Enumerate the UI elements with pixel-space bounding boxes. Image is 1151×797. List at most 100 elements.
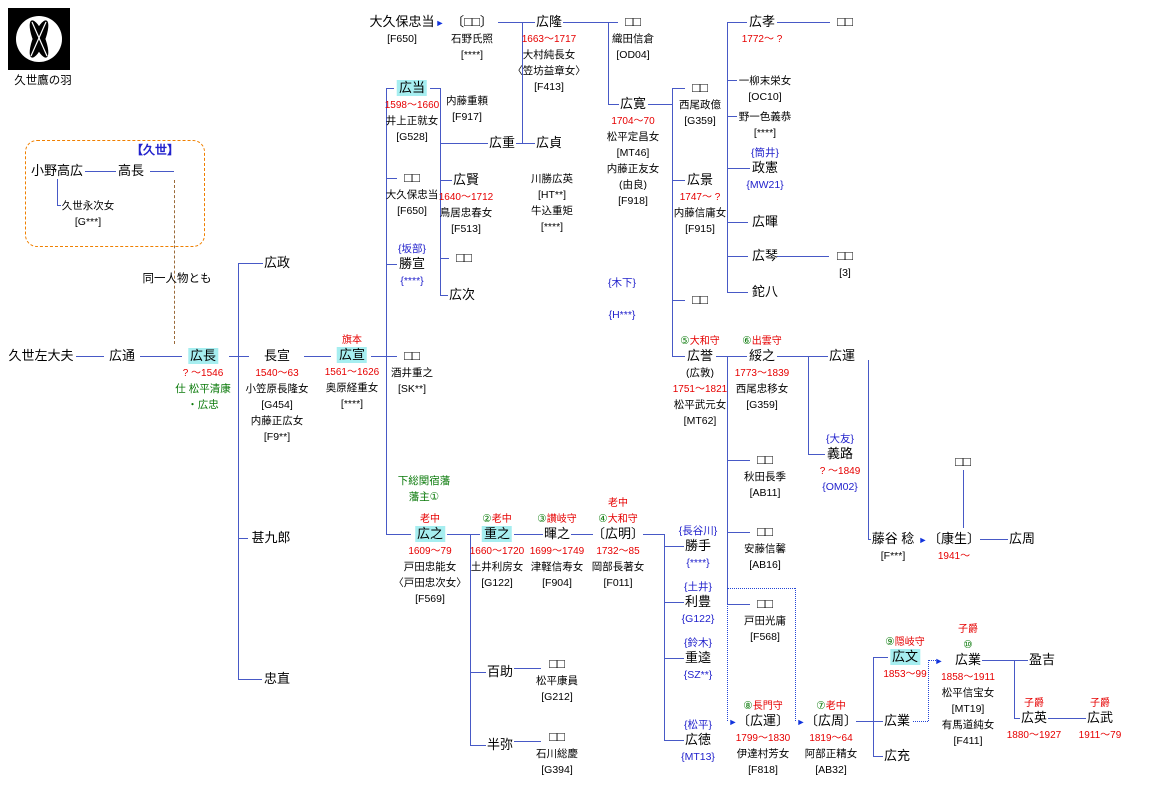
- adoption-arrow-hironari: ►: [935, 652, 944, 668]
- connector-h: [648, 104, 672, 105]
- text-s: 大村純長女: [522, 49, 576, 61]
- text-n: 広運: [828, 348, 856, 363]
- connector-v: [386, 88, 387, 534]
- text-s: 石野氏照: [451, 33, 493, 45]
- text-r: 1704～70: [611, 116, 655, 127]
- text-r: 1747～ ?: [679, 192, 721, 203]
- text-nc: 広文: [889, 649, 920, 665]
- text-ar: ►: [934, 656, 944, 666]
- text-r: 長門守: [752, 701, 783, 712]
- text-r: 子爵: [1089, 698, 1110, 709]
- connector-h: [913, 721, 928, 722]
- text-s: 内藤正広女: [250, 415, 304, 427]
- connector-h: [672, 300, 685, 301]
- connector-h: [447, 534, 480, 535]
- text-s: [****]: [540, 221, 564, 233]
- text-b: {松平}: [683, 719, 713, 731]
- text-g: ⑧: [743, 700, 753, 712]
- text-b: {****}: [686, 557, 710, 569]
- text-b: {木下}: [607, 277, 637, 289]
- connector-h: [727, 116, 737, 117]
- okubo-top: 大久保忠当[F650]: [369, 14, 434, 46]
- text-r: 1540～63: [255, 368, 299, 379]
- text-s: 安藤信馨: [744, 543, 786, 555]
- connector-h: [516, 143, 535, 144]
- text-n: 広業: [883, 713, 911, 728]
- connector-v: [963, 470, 964, 528]
- text-r: 1640～1712: [438, 192, 494, 203]
- connector-h: [440, 258, 449, 259]
- hironari-b: 広業: [884, 713, 910, 729]
- takanaga: 高長: [118, 163, 144, 179]
- text-n: 盈吉: [1028, 652, 1056, 667]
- connector-h: [868, 539, 871, 540]
- text-s: [3]: [839, 267, 851, 279]
- text-r: 1858～1911: [941, 672, 995, 683]
- text-s: [G122]: [481, 577, 513, 589]
- text-g: ⑩: [963, 639, 973, 651]
- doi-toshitoyo: {土井}利豊{G122}: [682, 578, 715, 626]
- connector-h: [571, 534, 593, 535]
- connector-v: [57, 179, 58, 205]
- text-n: 半弥: [486, 737, 514, 752]
- sq-akita: □□秋田長季[AB11]: [744, 452, 786, 500]
- sq-ishino: 〔□□〕石野氏照[****]: [451, 14, 493, 62]
- text-n: 小野高広: [30, 163, 84, 178]
- connector-h: [514, 668, 541, 669]
- text-r: 大和守: [607, 514, 638, 525]
- connector-h: [727, 80, 737, 81]
- text-n: 藤谷 稔: [871, 531, 915, 546]
- text-r: 子爵: [1024, 698, 1044, 709]
- text-s: [F***]: [880, 550, 906, 562]
- text-r: 1819～64: [809, 733, 853, 744]
- connector-v: [664, 534, 665, 740]
- tadanao: 忠直: [264, 671, 290, 687]
- text-r: 子爵: [958, 624, 978, 635]
- text-n: 綏之: [748, 348, 775, 363]
- text-n: 鉈八: [751, 284, 779, 299]
- text-s: [G528]: [396, 131, 428, 143]
- connector-h: [1048, 718, 1086, 719]
- text-m: 久世鷹の羽: [14, 75, 72, 87]
- text-nc: 広之: [414, 526, 445, 542]
- text-n: 忠直: [263, 671, 291, 686]
- text-s: 松平定昌女: [606, 131, 660, 143]
- text-r: 1732～85: [596, 546, 640, 557]
- text-nc: 広宣: [336, 347, 367, 363]
- text-s: 戸田光庸: [744, 615, 786, 627]
- text-n: 広誉: [686, 348, 713, 363]
- connector-v: [608, 22, 609, 104]
- connector-v: [440, 88, 441, 295]
- text-s: 一柳末栄女: [738, 75, 792, 87]
- text-ar: ►: [918, 535, 928, 545]
- text-s: 松平武元女: [673, 399, 727, 411]
- text-b: {G122}: [681, 613, 715, 625]
- text-r: 大和守: [689, 336, 720, 347]
- text-r: 老中: [420, 514, 440, 525]
- connector-h: [980, 539, 1008, 540]
- text-r: 1772～ ?: [741, 34, 783, 45]
- connector-h: [229, 356, 249, 357]
- connector-h: [727, 168, 750, 169]
- text-r: 1660～1720: [469, 546, 525, 557]
- text-n: 長宣: [263, 348, 290, 363]
- text-nc: 広当: [396, 80, 427, 96]
- text-s: 伊達村芳女: [736, 748, 790, 760]
- text-nc: 広長: [187, 348, 219, 364]
- text-b: {H***}: [608, 309, 636, 321]
- sq-matsudaira-yasukazu: □□松平康員[G212]: [536, 656, 578, 704]
- text-s: [F915]: [685, 223, 715, 235]
- sekiyado-note: 下総関宿藩藩主①: [398, 472, 451, 504]
- otomo-yoshimichi: {大友}義路? ～1849{OM02}: [820, 430, 861, 494]
- text-s: [****]: [753, 127, 777, 139]
- text-s: 岡部長著女: [591, 561, 645, 573]
- connector-v: [174, 180, 175, 344]
- connector-h: [727, 532, 750, 533]
- text-s: [SK**]: [397, 383, 426, 395]
- text-s: 有馬道純女: [941, 719, 995, 731]
- connector-h: [1014, 718, 1020, 719]
- text-n: 勝宣: [398, 256, 426, 271]
